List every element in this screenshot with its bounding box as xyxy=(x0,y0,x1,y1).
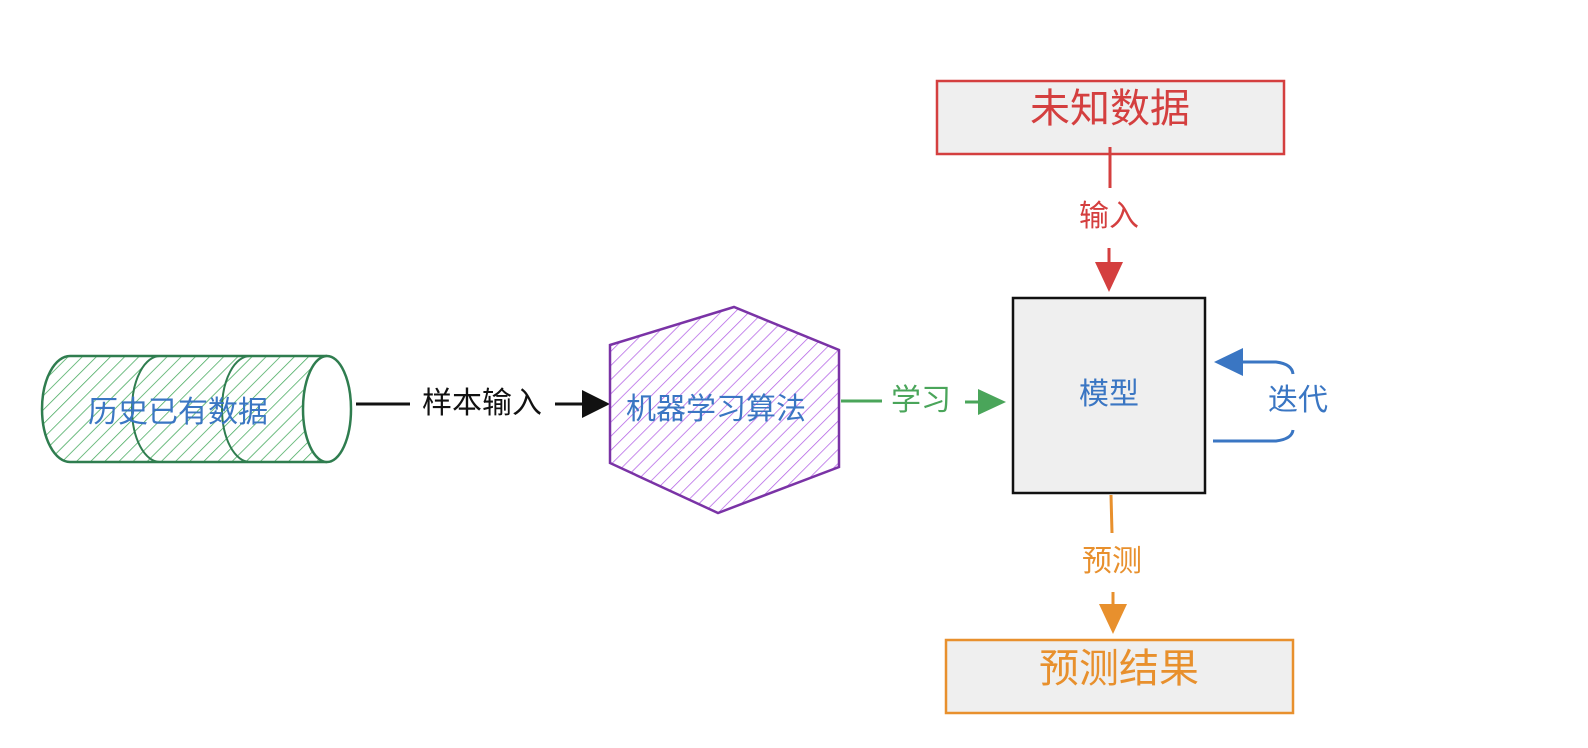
learn-label: 学习 xyxy=(891,383,951,418)
sample-input-arrowhead xyxy=(582,390,610,418)
cylinder-ring-1 xyxy=(131,355,161,463)
iterate-label: 迭代 xyxy=(1268,383,1328,418)
input-arrowhead xyxy=(1095,262,1123,292)
predict-label: 预测 xyxy=(1082,544,1142,579)
prediction-result-label: 预测结果 xyxy=(1039,646,1199,692)
iterate-loop-upper xyxy=(1243,360,1295,375)
input-label: 输入 xyxy=(1079,199,1139,234)
prediction-result-rect xyxy=(944,638,1295,715)
sample-input-label: 样本输入 xyxy=(422,386,542,421)
cylinder-outline xyxy=(40,354,327,464)
ml-algorithm-label: 机器学习算法 xyxy=(626,392,806,427)
hexagon-shape xyxy=(608,305,841,515)
model-rect xyxy=(1011,296,1207,495)
iterate-loop-arrow[interactable]: 迭代 xyxy=(1213,348,1328,443)
cylinder-ring-2 xyxy=(221,355,251,463)
cylinder-body-hatch xyxy=(42,356,327,462)
prediction-result-box[interactable]: 预测结果 xyxy=(944,638,1295,715)
predict-arrow[interactable]: 预测 xyxy=(1082,494,1142,634)
learn-arrowhead xyxy=(978,389,1006,415)
cylinder-right-end xyxy=(301,354,353,464)
predict-arrowhead xyxy=(1099,604,1127,634)
ml-algorithm-hexagon[interactable]: 机器学习算法 xyxy=(608,305,841,515)
input-arrow[interactable]: 输入 xyxy=(1079,147,1139,292)
iterate-arrowhead xyxy=(1214,348,1243,376)
sample-input-arrow[interactable]: 样本输入 xyxy=(356,386,610,421)
unknown-data-box[interactable]: 未知数据 xyxy=(935,79,1286,156)
iterate-loop-lower xyxy=(1213,429,1295,443)
learn-arrow[interactable]: 学习 xyxy=(841,383,1006,418)
model-label: 模型 xyxy=(1079,377,1139,412)
model-box[interactable]: 模型 xyxy=(1011,296,1207,495)
unknown-data-label: 未知数据 xyxy=(1030,86,1190,132)
history-data-label: 历史已有数据 xyxy=(88,395,268,430)
history-data-cylinder[interactable]: 历史已有数据 xyxy=(40,354,353,464)
